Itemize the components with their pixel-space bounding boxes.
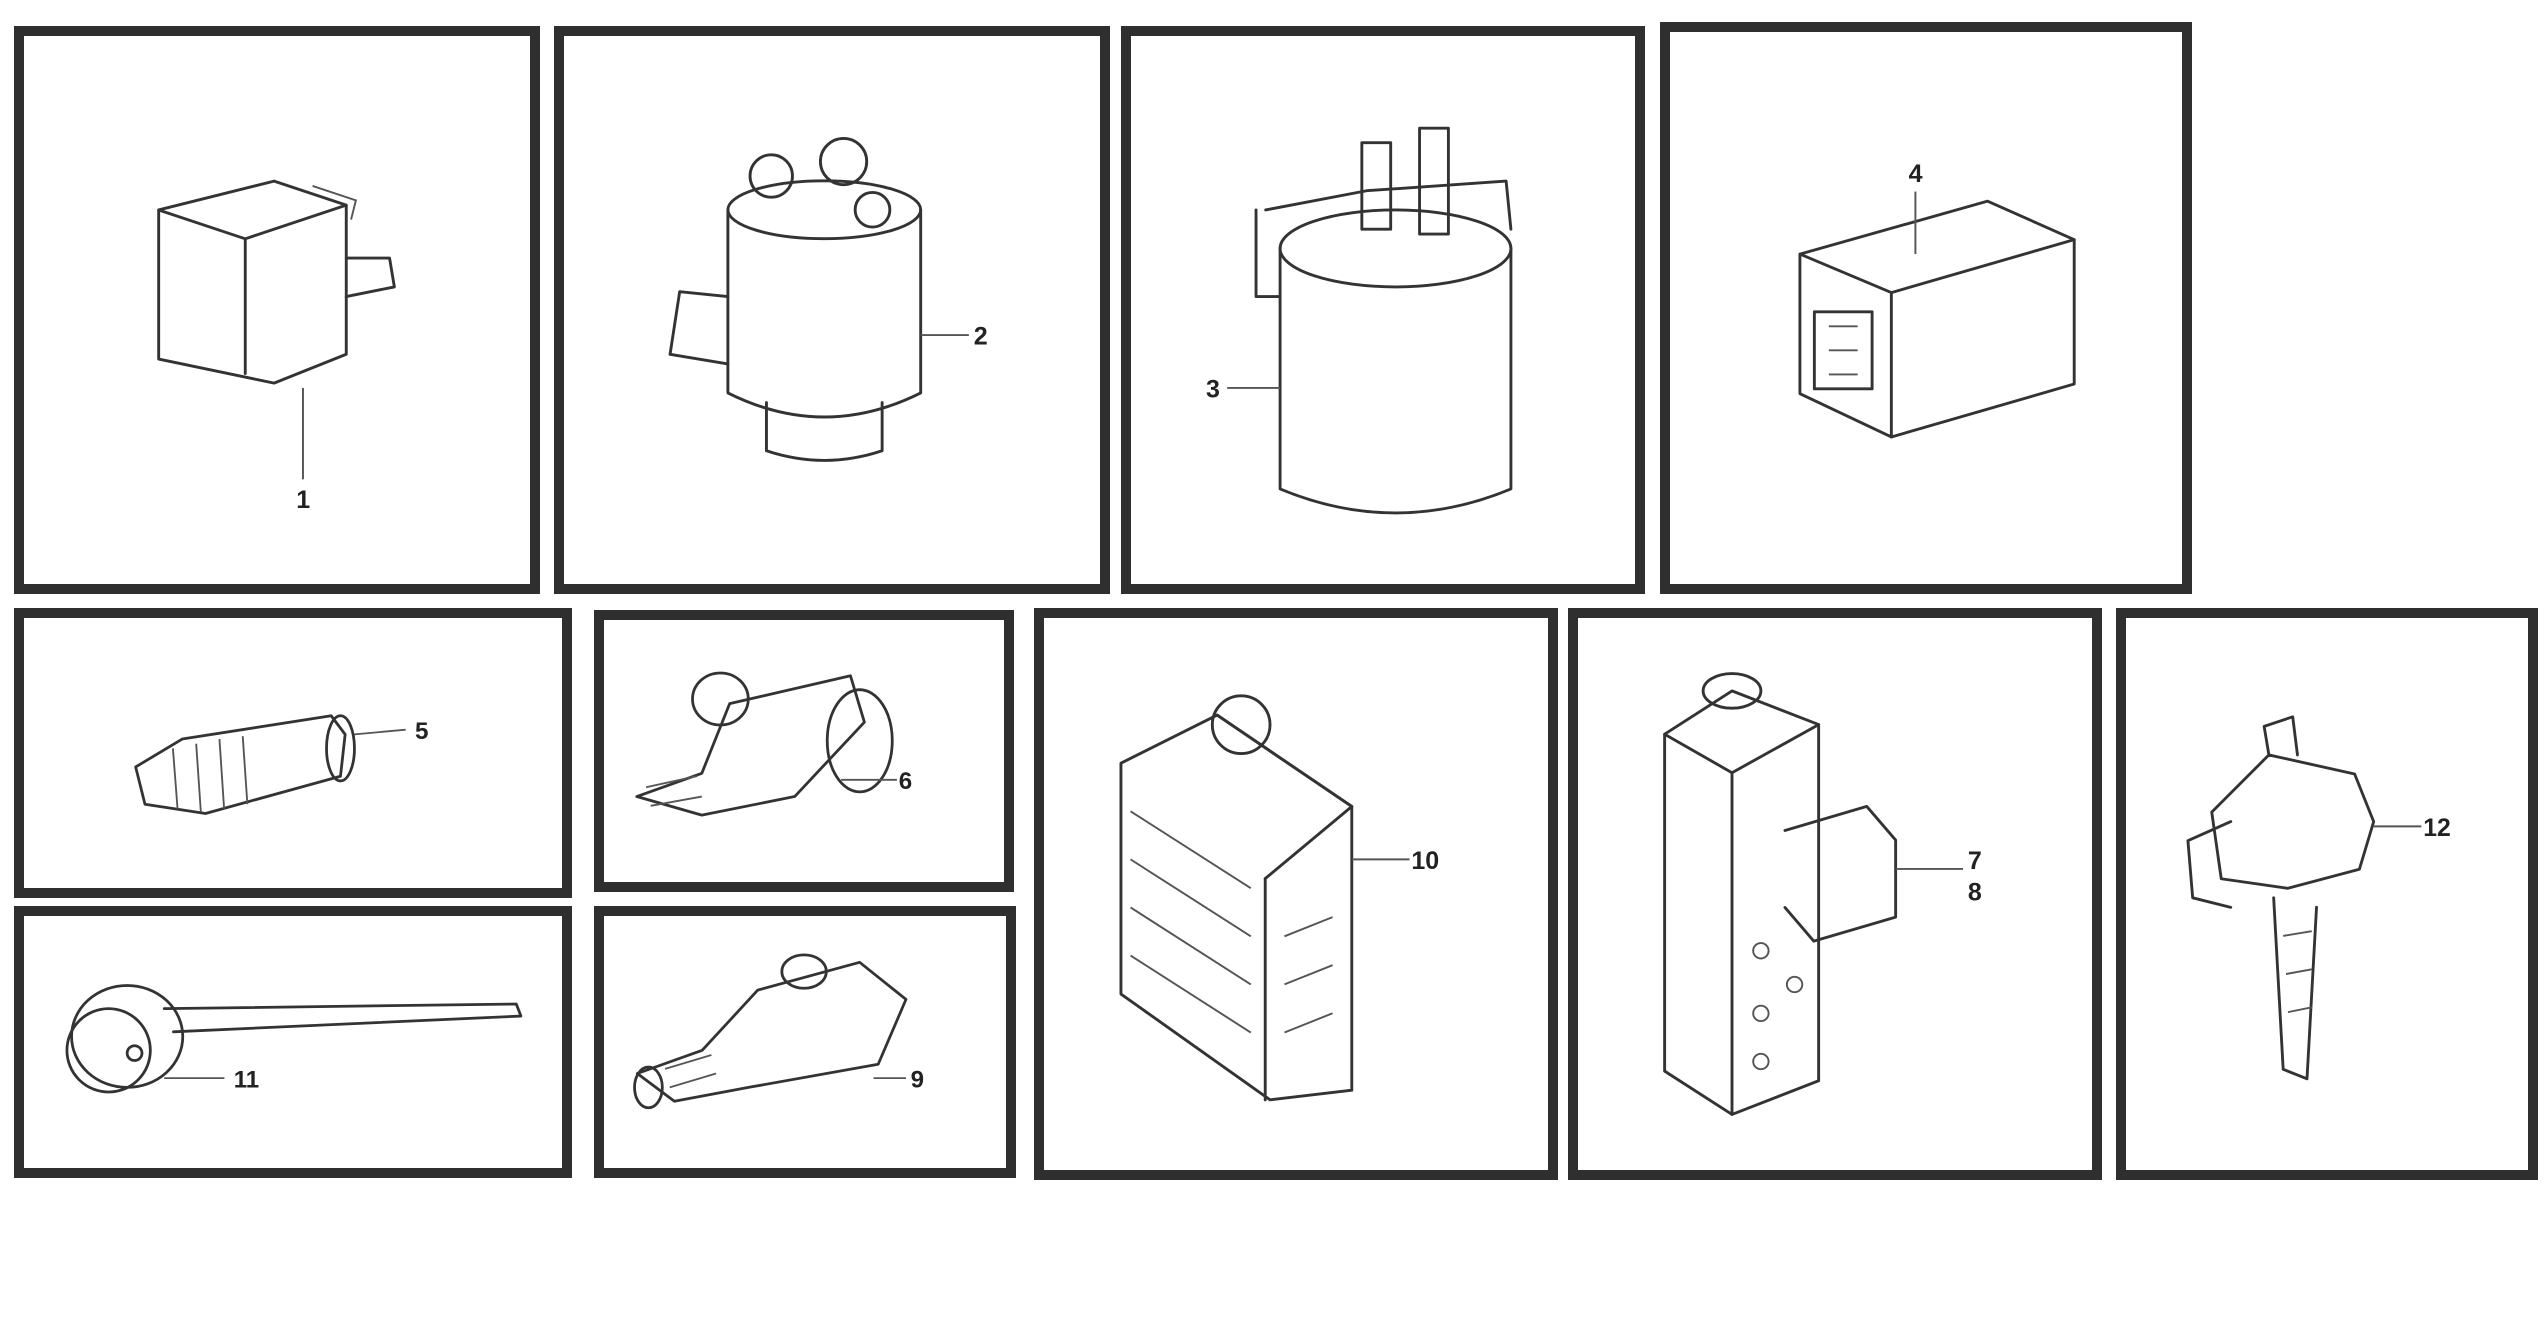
solenoid-relay-drawing: 2 bbox=[668, 136, 988, 462]
callout-10: 10 bbox=[1411, 847, 1439, 875]
valve-9-drawing: 9 bbox=[633, 953, 924, 1110]
panel-part-9: 9 bbox=[594, 906, 1016, 1178]
sensor-5-drawing: 5 bbox=[134, 714, 428, 815]
callout-12: 12 bbox=[2423, 815, 2451, 842]
panel-part-2: 2 bbox=[554, 26, 1110, 594]
valve-6-drawing: 6 bbox=[635, 671, 912, 817]
callout-8: 8 bbox=[1968, 879, 1982, 907]
callout-11: 11 bbox=[234, 1066, 259, 1093]
valve-block-7-8-drawing: 7 8 bbox=[1663, 672, 1982, 1116]
callout-4: 4 bbox=[1909, 160, 1923, 188]
switch-12-drawing: 12 bbox=[2186, 715, 2451, 1081]
callout-1: 1 bbox=[296, 486, 310, 514]
panel-part-1: 1 bbox=[14, 26, 540, 594]
starter-relay-drawing: 3 bbox=[1206, 126, 1513, 515]
panel-part-3: 3 bbox=[1121, 26, 1645, 594]
panel-part-11: 11 bbox=[14, 906, 572, 1178]
relay-box-drawing: 4 bbox=[1798, 160, 2076, 439]
callout-7: 7 bbox=[1968, 847, 1982, 875]
panel-part-12: 12 bbox=[2116, 608, 2538, 1180]
panel-part-10: 10 bbox=[1034, 608, 1558, 1180]
callout-2: 2 bbox=[974, 323, 988, 351]
relay-cube-drawing: 1 bbox=[157, 179, 396, 514]
callout-3: 3 bbox=[1206, 376, 1220, 404]
control-unit-10-drawing: 10 bbox=[1119, 694, 1439, 1102]
panel-part-5: 5 bbox=[14, 608, 572, 898]
callout-5: 5 bbox=[415, 718, 428, 745]
panel-part-7-8: 7 8 bbox=[1568, 608, 2102, 1180]
callout-6: 6 bbox=[899, 768, 912, 795]
sensor-11-drawing: 11 bbox=[65, 984, 523, 1094]
callout-9: 9 bbox=[911, 1066, 924, 1093]
panel-part-4: 4 bbox=[1660, 22, 2192, 594]
panel-part-6: 6 bbox=[594, 610, 1014, 892]
